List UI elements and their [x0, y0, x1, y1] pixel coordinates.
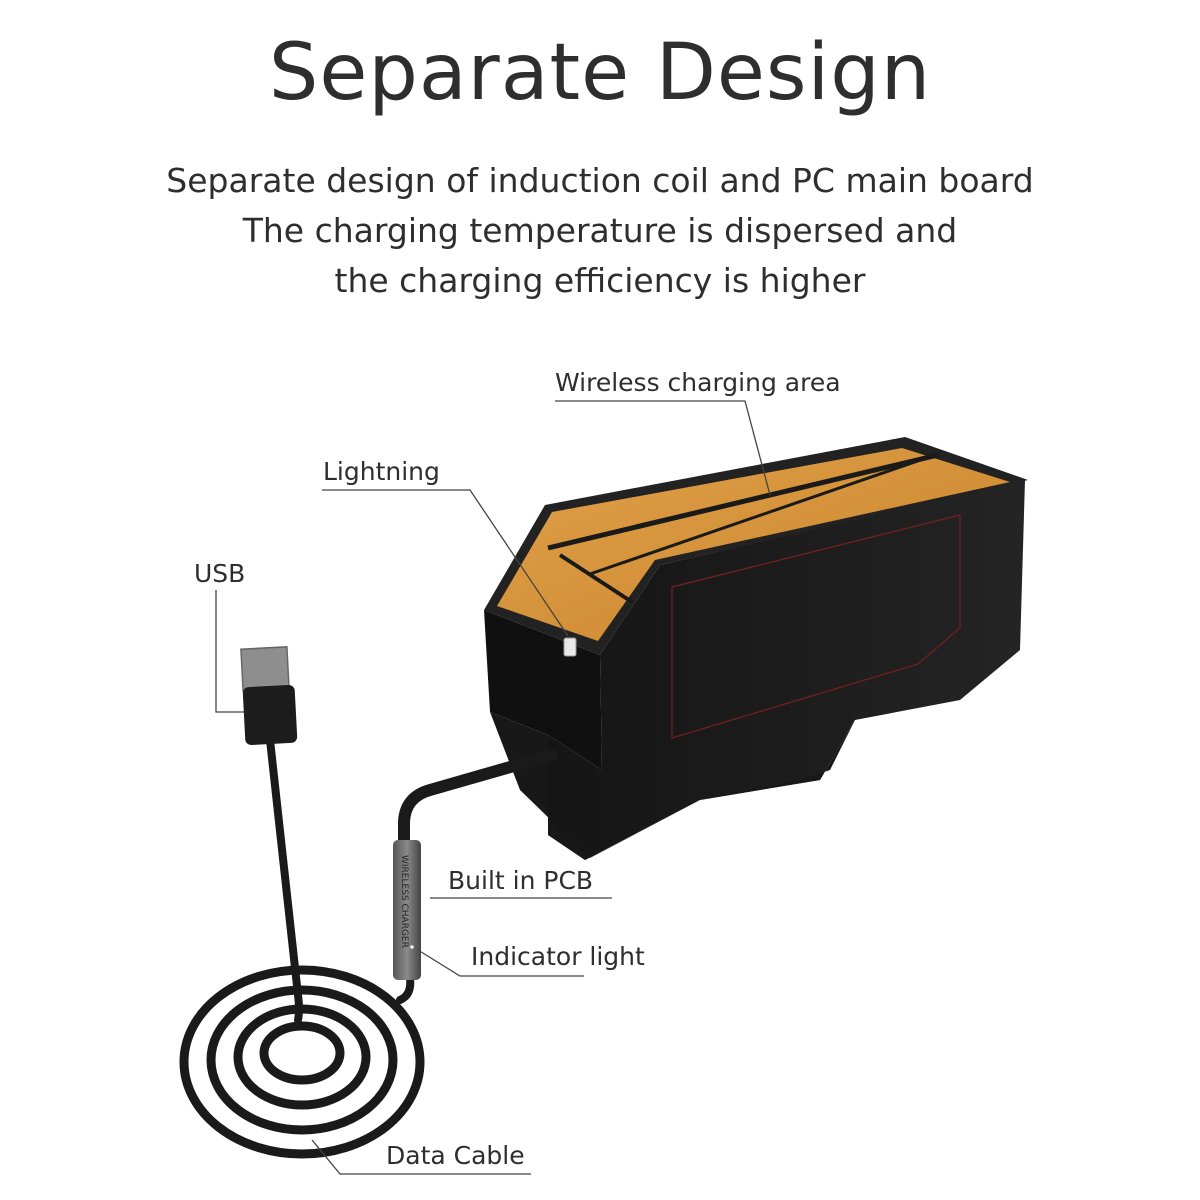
page-title: Separate Design: [268, 28, 932, 118]
box-cable: [398, 749, 558, 856]
box-divider-long: [547, 452, 939, 551]
box-front-face: [548, 480, 1025, 860]
coil-feed-cable: [396, 974, 415, 1004]
description-line-2: The charging temperature is dispersed an…: [242, 211, 958, 250]
label-data-cable: Data Cable: [386, 1141, 525, 1170]
usb-metal-tip: [240, 646, 290, 692]
description-line-1: Separate design of induction coil and PC…: [166, 161, 1034, 200]
label-usb: USB: [194, 559, 246, 588]
label-indicator-light: Indicator light: [471, 942, 645, 971]
pcb-module-body: [393, 840, 421, 980]
box-stitching: [671, 514, 961, 739]
leader-indicator: [417, 949, 584, 977]
usb-plug: [240, 646, 298, 746]
usb-cable: [266, 736, 303, 1024]
description: Separate design of induction coil and PC…: [0, 156, 1200, 306]
leader-usb: [215, 590, 244, 713]
usb-housing: [242, 684, 298, 746]
leader-wireless: [555, 400, 771, 496]
leader-cable: [311, 1139, 531, 1175]
description-line-3: the charging efficiency is higher: [334, 261, 866, 300]
lightning-connector: [563, 637, 577, 657]
label-lightning: Lightning: [323, 457, 440, 486]
induction-coil: [179, 965, 425, 1159]
box-divider-short: [558, 553, 634, 604]
label-built-in-pcb: Built in PCB: [448, 866, 594, 895]
storage-box: [484, 437, 1028, 860]
leader-lines: [215, 400, 771, 1175]
box-divider-back: [589, 453, 936, 576]
leader-lightning: [322, 489, 569, 637]
label-wireless-charging-area: Wireless charging area: [555, 368, 841, 397]
indicator-led: [410, 945, 414, 949]
box-base: [490, 712, 855, 860]
pcb-module: WIRELESS CHARGER: [393, 840, 421, 980]
pcb-module-print: WIRELESS CHARGER: [399, 855, 409, 948]
box-lining: [497, 448, 1010, 641]
